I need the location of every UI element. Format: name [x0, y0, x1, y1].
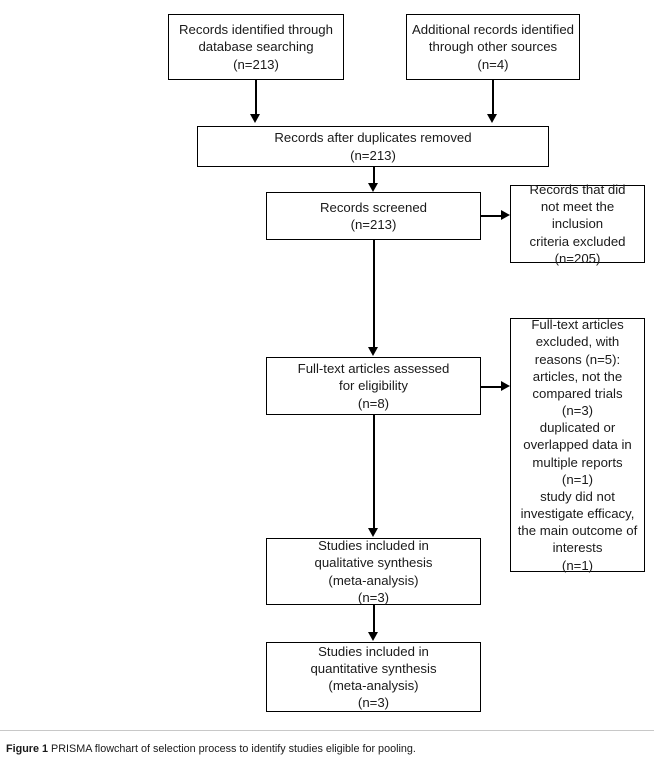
edge-duplicates-to-screened-arrow: [368, 183, 378, 192]
node-records-excluded-label: Records that did not meet the inclusion …: [529, 182, 626, 266]
node-identification-other-label: Additional records identified through ot…: [411, 22, 574, 72]
node-records-excluded: Records that did not meet the inclusion …: [510, 182, 645, 266]
node-records-screened: Records screened (n=213): [266, 192, 481, 240]
node-fulltext-assessed: Full-text articles assessed for eligibil…: [266, 357, 481, 415]
edge-fulltext-to-excluded-line: [481, 386, 503, 388]
node-identification-other: Additional records identified through ot…: [406, 14, 580, 80]
edge-fulltext-to-qualitative-arrow: [368, 528, 378, 537]
figure-caption-label: Figure 1: [6, 743, 48, 755]
edge-database-to-duplicates-line: [255, 80, 257, 116]
node-quantitative-synthesis-label: Studies included in quantitative synthes…: [310, 643, 437, 711]
edge-screened-to-fulltext-arrow: [368, 347, 378, 356]
node-identification-database: Records identified through database sear…: [168, 14, 344, 80]
edge-qualitative-to-quantitative-line: [373, 605, 375, 633]
edge-screened-to-fulltext-line: [373, 240, 375, 348]
edge-duplicates-to-screened-line: [373, 167, 375, 185]
node-duplicates-removed: Records after duplicates removed (n=213): [197, 126, 549, 167]
edge-other-to-duplicates-line: [492, 80, 494, 116]
edge-fulltext-to-excluded-arrow: [501, 381, 510, 391]
node-fulltext-assessed-label: Full-text articles assessed for eligibil…: [297, 361, 450, 411]
edge-screened-to-excluded-arrow: [501, 210, 510, 220]
edge-fulltext-to-qualitative-line: [373, 415, 375, 529]
node-fulltext-excluded-label: Full-text articles excluded, with reason…: [517, 317, 638, 573]
node-identification-database-label: Records identified through database sear…: [179, 22, 333, 72]
figure-caption-text: PRISMA flowchart of selection process to…: [51, 743, 416, 755]
node-quantitative-synthesis: Studies included in quantitative synthes…: [266, 642, 481, 712]
edge-qualitative-to-quantitative-arrow: [368, 632, 378, 641]
node-qualitative-synthesis-label: Studies included in qualitative synthesi…: [314, 538, 433, 605]
figure-caption: Figure 1 PRISMA flowchart of selection p…: [6, 742, 416, 756]
edge-database-to-duplicates-arrow: [250, 114, 260, 123]
node-duplicates-removed-label: Records after duplicates removed (n=213): [274, 130, 472, 163]
edge-screened-to-excluded-line: [481, 215, 503, 217]
node-qualitative-synthesis: Studies included in qualitative synthesi…: [266, 538, 481, 605]
edge-other-to-duplicates-arrow: [487, 114, 497, 123]
caption-separator: [0, 730, 654, 731]
node-fulltext-excluded: Full-text articles excluded, with reason…: [510, 317, 645, 573]
node-records-screened-label: Records screened (n=213): [319, 199, 428, 232]
